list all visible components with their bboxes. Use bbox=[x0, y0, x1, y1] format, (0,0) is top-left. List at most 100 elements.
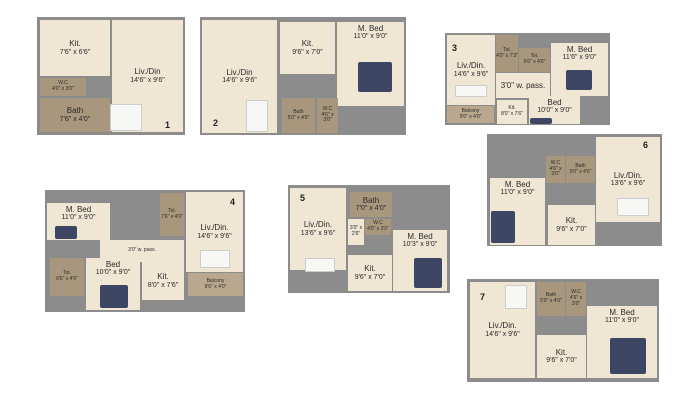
room-name: Toi. bbox=[503, 46, 511, 53]
room-dimensions: 4'0" x 7'3" bbox=[496, 52, 518, 59]
room-name: Bath bbox=[545, 292, 557, 299]
room-name: Liv./Din. bbox=[303, 220, 333, 230]
room-dimensions: 13'6" x 9'6" bbox=[300, 229, 336, 237]
dining-table-icon bbox=[110, 104, 142, 131]
room-name: W.C bbox=[373, 220, 383, 227]
room-name: M. Bed bbox=[609, 308, 635, 317]
room-name: Bath bbox=[66, 106, 84, 116]
room-name: Liv./Din. bbox=[456, 61, 486, 71]
room-name: W.C bbox=[571, 289, 581, 296]
plan-number: 7 bbox=[480, 292, 486, 302]
room-dimensions: 4'0" x 3'0" bbox=[367, 226, 389, 232]
bed-icon bbox=[530, 118, 552, 124]
room-toi: Toi.6'6" x 4'6" bbox=[50, 258, 84, 296]
room-dimensions: 5'0" x 4'0" bbox=[540, 298, 562, 304]
room-dimensions: 5'0" x 4'6" bbox=[287, 114, 310, 121]
room-dimensions: 5'0" x 4'6" bbox=[569, 168, 592, 175]
room-name: Toi. bbox=[63, 270, 71, 277]
room-dimensions: 10'0" x 9'0" bbox=[537, 107, 572, 115]
room-dimensions: 4'0" x 3'0" bbox=[52, 86, 74, 92]
room-toi: Toi.7'6" x 4'0" bbox=[160, 193, 184, 236]
room-kit: Kit.9'6" x 7'0" bbox=[280, 22, 335, 74]
room-dimensions: 14'6" x 9'6" bbox=[222, 77, 257, 85]
room-name: Liv./Din. bbox=[613, 170, 643, 180]
room-name: Bed bbox=[105, 260, 121, 269]
room-dimensions: 7'6" x 4'0" bbox=[59, 115, 91, 123]
room-name: Liv./Din. bbox=[488, 321, 517, 331]
room-name: W.C bbox=[58, 80, 68, 87]
room-name: Bed bbox=[547, 98, 562, 107]
room-dimensions: 11'0" x 9'0" bbox=[353, 33, 388, 41]
bed-icon bbox=[55, 226, 77, 239]
room-kit: Kit.9'6" x 7'0" bbox=[348, 255, 392, 291]
room-name: Liv./Din bbox=[134, 67, 161, 77]
dining-table-icon bbox=[200, 250, 230, 268]
plan-number: 6 bbox=[643, 140, 649, 150]
room-dimensions: 8'0" x 7'6" bbox=[501, 111, 523, 117]
room-3-0-w-pass: 3'0" w. pass. bbox=[100, 240, 184, 262]
room-name: Liv./Din bbox=[226, 67, 253, 77]
room-name: 3'0" w. pass. bbox=[500, 80, 546, 90]
room-kit: Kit.8'0" x 7'6" bbox=[497, 100, 527, 124]
room-dimensions: 11'0" x 9'0" bbox=[500, 189, 535, 197]
dining-table-icon bbox=[617, 198, 649, 216]
room-name: Kit. bbox=[301, 39, 314, 49]
dining-table-icon bbox=[505, 285, 527, 309]
room-name: Toi. bbox=[168, 207, 176, 214]
room-dimensions: 10'0" x 9'0" bbox=[95, 269, 131, 277]
plan-number: 4 bbox=[230, 197, 236, 207]
dining-table-icon bbox=[455, 85, 487, 97]
room-3-0-w-pass: 3'0" w. pass. bbox=[496, 73, 550, 98]
bed-icon bbox=[100, 285, 128, 308]
room-name: W.C bbox=[550, 159, 561, 166]
room-name: M. Bed bbox=[65, 205, 92, 214]
bed-icon bbox=[358, 62, 392, 92]
room-dimensions: 7'0" x 4'0" bbox=[355, 205, 387, 213]
room-name: M. Bed bbox=[357, 24, 384, 33]
room-dimensions: 14'6" x 9'6" bbox=[485, 330, 520, 338]
bed-icon bbox=[610, 338, 646, 374]
room-name: Kit. bbox=[565, 216, 578, 226]
room-toi: Toi.6'6" x 4'6" bbox=[519, 48, 550, 72]
room-name: Bath bbox=[362, 195, 380, 205]
room-liv-din: Liv./Din.13'6" x 9'6" bbox=[290, 188, 346, 270]
room-kit: Kit.9'6" x 7'0" bbox=[537, 335, 586, 378]
room-name: Kit. bbox=[69, 39, 81, 49]
room-dimensions: 9'6" x 7'0" bbox=[354, 273, 386, 281]
plan-number: 1 bbox=[165, 120, 171, 130]
room-dimensions: 14'6" x 9'6" bbox=[130, 76, 165, 84]
plan-number: 3 bbox=[452, 43, 458, 53]
room-dimensions: 14'6" x 9'6" bbox=[197, 232, 232, 240]
plan-number: 2 bbox=[213, 118, 219, 128]
floor-plan-3: Liv./Din.14'6" x 9'6"Toi.4'0" x 7'3"Toi.… bbox=[445, 33, 610, 125]
room-3-0-x-2-6: 3'0" x 2'6" bbox=[348, 219, 364, 245]
room-dimensions: 11'6" x 9'0" bbox=[562, 54, 597, 62]
room-name: M. Bed bbox=[566, 45, 593, 54]
room-dimensions: 9'6" x 4'0" bbox=[459, 113, 482, 120]
bed-icon bbox=[566, 70, 592, 90]
room-name: Bath bbox=[575, 162, 586, 169]
room-name: Balcony bbox=[206, 277, 225, 284]
dining-table-icon bbox=[305, 258, 335, 272]
room-name: Balcony bbox=[461, 107, 480, 114]
room-dimensions: 6'6" x 4'6" bbox=[523, 59, 546, 65]
room-name: 3'0" x 2'6" bbox=[349, 225, 363, 237]
room-dimensions: 8'0" x 7'6" bbox=[147, 281, 179, 289]
plan-number: 5 bbox=[300, 193, 306, 203]
room-dimensions: 4'6" x 3'0" bbox=[569, 295, 583, 307]
room-dimensions: 10'3" x 9'0" bbox=[402, 241, 438, 249]
room-name: Kit. bbox=[555, 347, 568, 357]
